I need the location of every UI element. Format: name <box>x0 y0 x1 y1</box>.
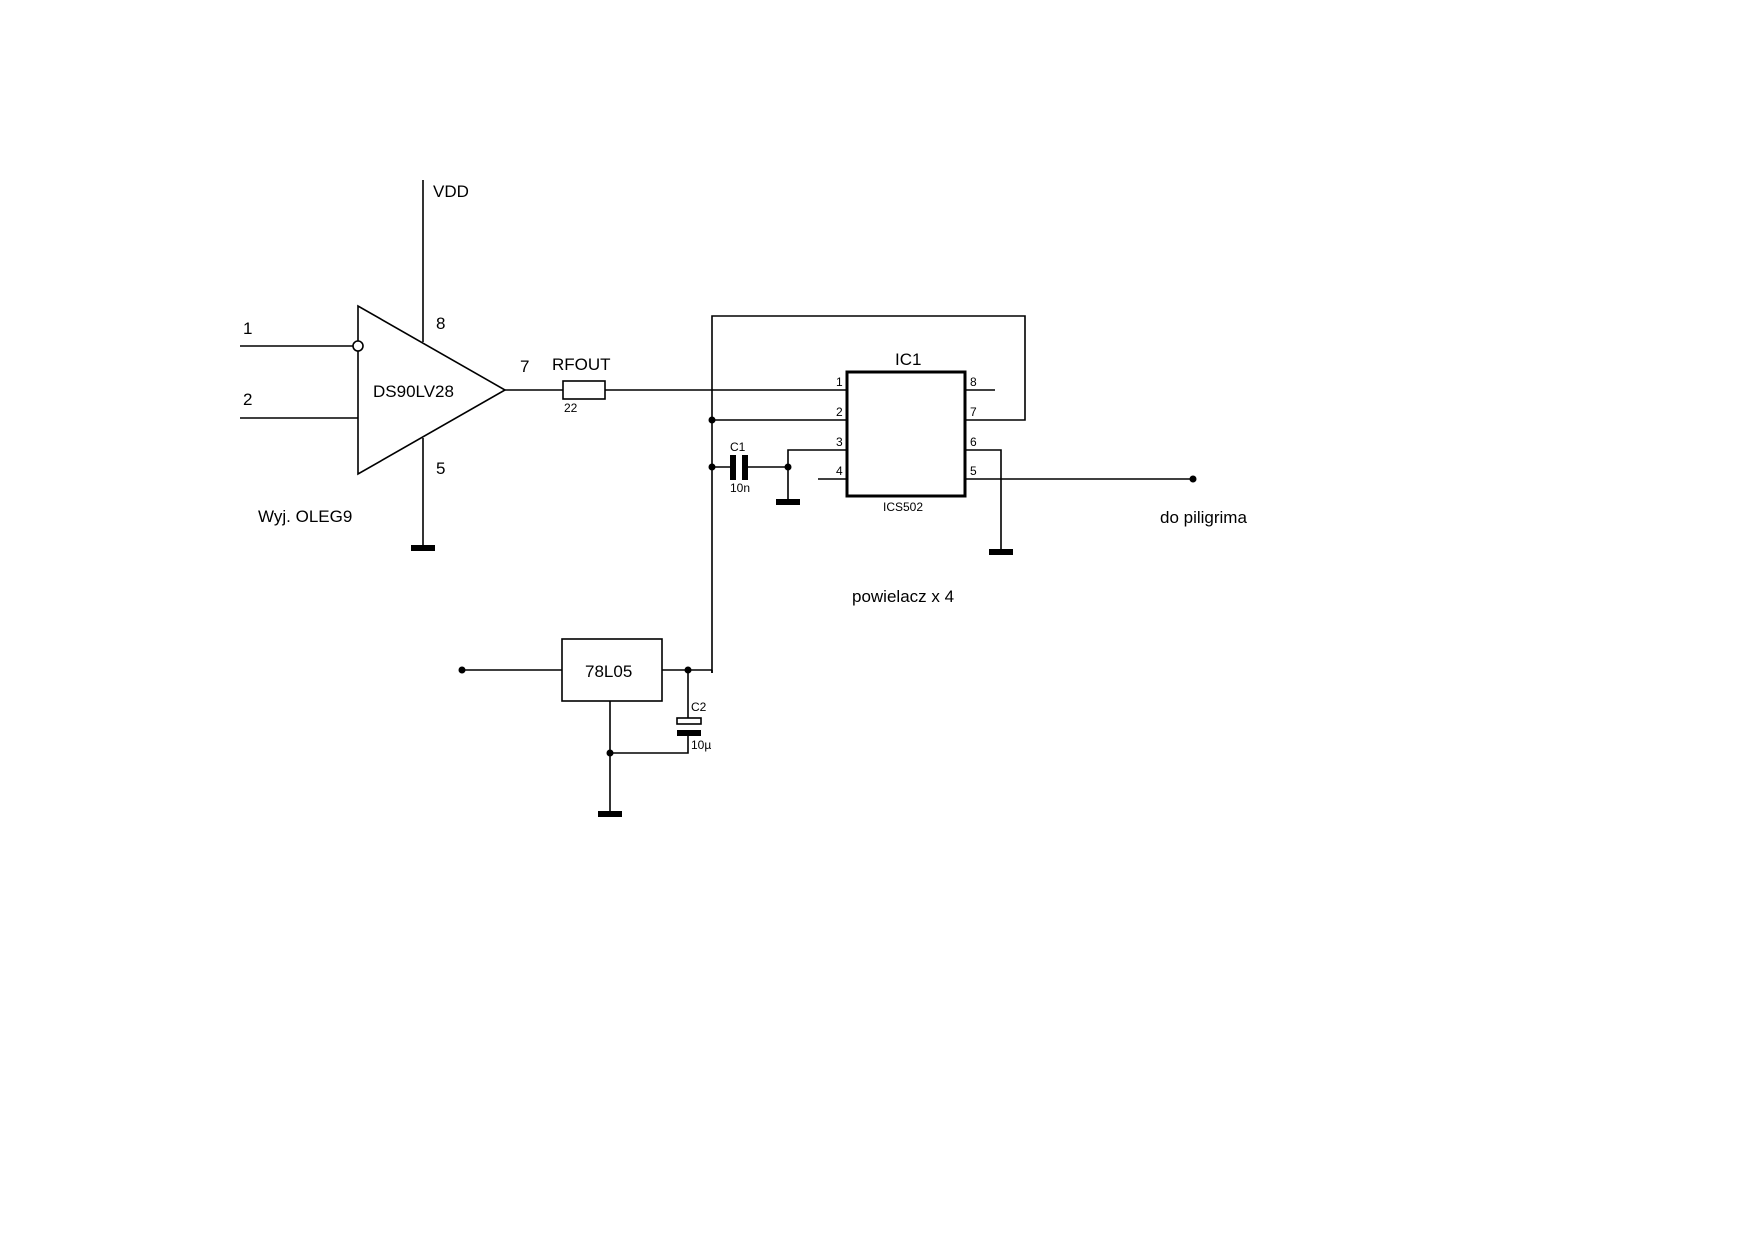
regulator-label: 78L05 <box>585 662 632 681</box>
ground-symbol <box>411 545 435 551</box>
ground-symbol <box>776 499 800 505</box>
ic1-body <box>845 370 967 498</box>
pin-2-label: 2 <box>243 390 252 409</box>
ic1-ref: IC1 <box>895 350 921 369</box>
pin-1-label: 1 <box>243 319 252 338</box>
ic1-caption: powielacz x 4 <box>852 587 954 606</box>
capacitor-c1: C1 10n <box>708 440 847 505</box>
output-label: do piligrima <box>1160 508 1247 527</box>
c1-ref: C1 <box>730 440 746 454</box>
ic1-pin-label: 8 <box>970 375 977 389</box>
ic1-ics502: IC1 ICS502 1 2 3 4 8 7 6 5 powielacz x 4 <box>818 350 1197 606</box>
output-terminal <box>1189 475 1197 483</box>
c1-value: 10n <box>730 481 750 495</box>
ic1-pin-label: 1 <box>836 375 843 389</box>
regulator-78l05: 78L05 C2 10µ <box>458 638 713 817</box>
c2-plate-positive <box>676 717 702 725</box>
driver-caption: Wyj. OLEG9 <box>258 507 352 526</box>
junction-dot <box>708 463 716 471</box>
pin-7-label: 7 <box>520 357 529 376</box>
junction-dot <box>708 416 716 424</box>
c2-value: 10µ <box>691 738 711 752</box>
ground-symbol <box>989 549 1013 555</box>
ic1-pin-label: 2 <box>836 405 843 419</box>
pin-6-gnd-wire <box>965 449 1002 549</box>
driver-part-label: DS90LV28 <box>373 382 454 401</box>
ic1-pin-label: 3 <box>836 435 843 449</box>
feedback-loop-wire <box>711 315 1026 673</box>
resistor-value: 22 <box>564 401 578 415</box>
resistor-22 <box>562 380 606 400</box>
ic1-pin-label: 5 <box>970 464 977 478</box>
inverting-bubble <box>352 340 364 352</box>
ground-symbol <box>598 811 622 817</box>
driver-ds90lv28: VDD 1 2 8 5 7 DS90LV28 Wyj. OLEG9 <box>240 180 529 551</box>
c2-ref: C2 <box>691 700 707 714</box>
driver-triangle <box>357 304 507 476</box>
c2-plate-negative <box>677 730 701 736</box>
pin-5-label: 5 <box>436 459 445 478</box>
vdd-label: VDD <box>433 182 469 201</box>
ic1-pin-label: 7 <box>970 405 977 419</box>
ic1-part: ICS502 <box>883 500 923 514</box>
rfout-label: RFOUT <box>552 355 611 374</box>
ic1-pin-label: 4 <box>836 464 843 478</box>
pin-8-label: 8 <box>436 314 445 333</box>
ic1-pin-label: 6 <box>970 435 977 449</box>
